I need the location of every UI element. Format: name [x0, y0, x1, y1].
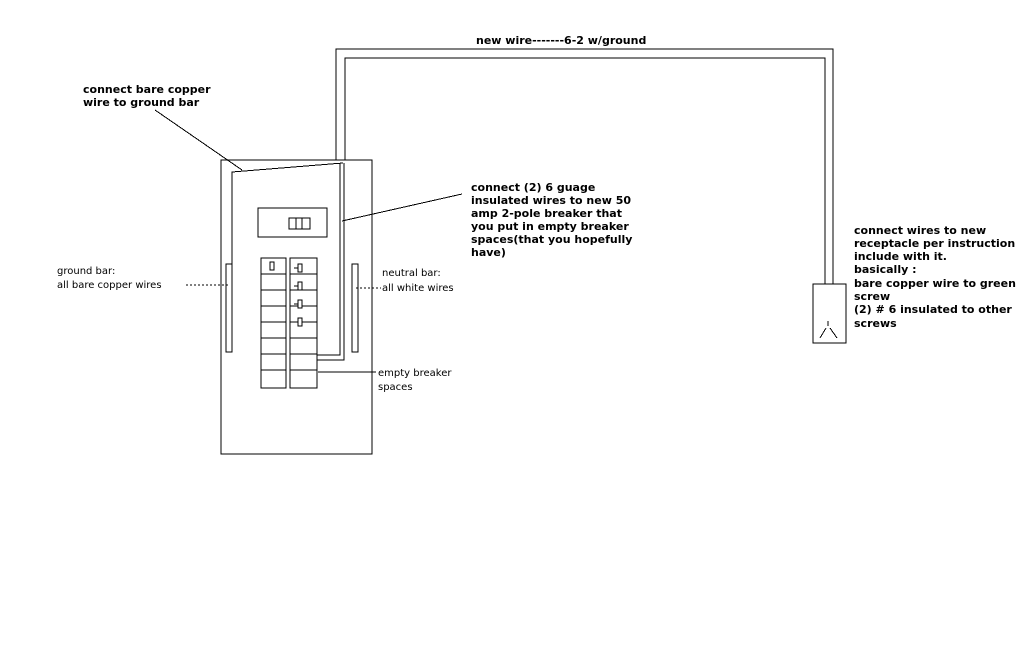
insulated-note-leader	[341, 193, 463, 222]
breaker-toggle-icon	[297, 281, 303, 291]
neutral-bar-label: neutral bar: all white wires	[382, 268, 454, 294]
top-wire-label: new wire-------6-2 w/ground	[476, 34, 646, 47]
ground-note: connect bare copper wire to ground bar	[83, 83, 214, 109]
cable-inner	[344, 57, 826, 284]
ground-bar-label: ground bar: all bare copper wires	[57, 266, 162, 291]
insulated-wire-1	[317, 163, 341, 356]
receptacle-box	[812, 283, 847, 344]
empty-spaces-label: empty breaker spaces	[378, 368, 455, 393]
breaker-slot-dividers	[261, 273, 317, 371]
receptacle-icon	[819, 321, 838, 339]
neutral-bar	[351, 263, 359, 353]
breaker-column-right	[289, 257, 318, 389]
insulated-wire-2	[317, 163, 345, 361]
ground-note-leader	[154, 109, 243, 171]
breaker-column-left	[260, 257, 287, 389]
receptacle-note: connect wires to new receptacle per inst…	[854, 224, 1020, 330]
breaker-toggle-icon	[297, 317, 303, 327]
breaker-toggle-icon	[269, 261, 275, 271]
ground-wire	[231, 162, 344, 268]
cable-outer	[335, 48, 834, 284]
breaker-toggle-icon	[297, 263, 303, 273]
main-breaker-switch	[288, 217, 311, 230]
ground-bar	[225, 263, 233, 353]
breaker-toggle-icon	[297, 299, 303, 309]
insulated-wires-note: connect (2) 6 guage insulated wires to n…	[471, 181, 636, 259]
